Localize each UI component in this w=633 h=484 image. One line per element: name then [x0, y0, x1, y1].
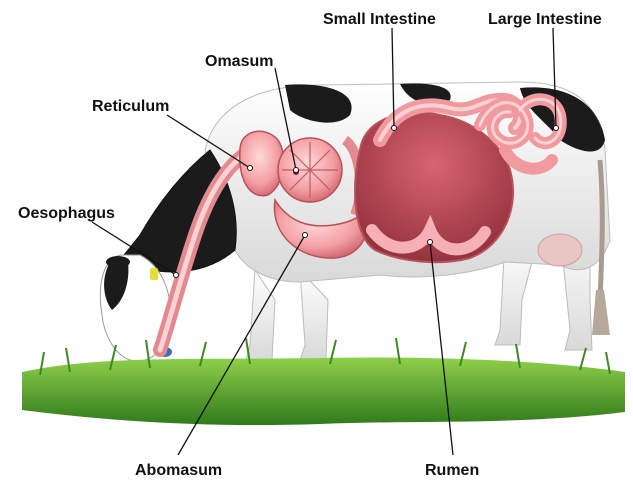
reticulum-organ	[240, 131, 284, 195]
label-reticulum: Reticulum	[92, 98, 169, 115]
label-omasum: Omasum	[205, 53, 273, 70]
label-large-intestine: Large Intestine	[488, 11, 602, 28]
label-rumen: Rumen	[425, 462, 479, 479]
label-oesophagus: Oesophagus	[18, 205, 115, 222]
label-abomasum: Abomasum	[135, 462, 222, 479]
label-small-intestine: Small Intestine	[323, 11, 436, 28]
